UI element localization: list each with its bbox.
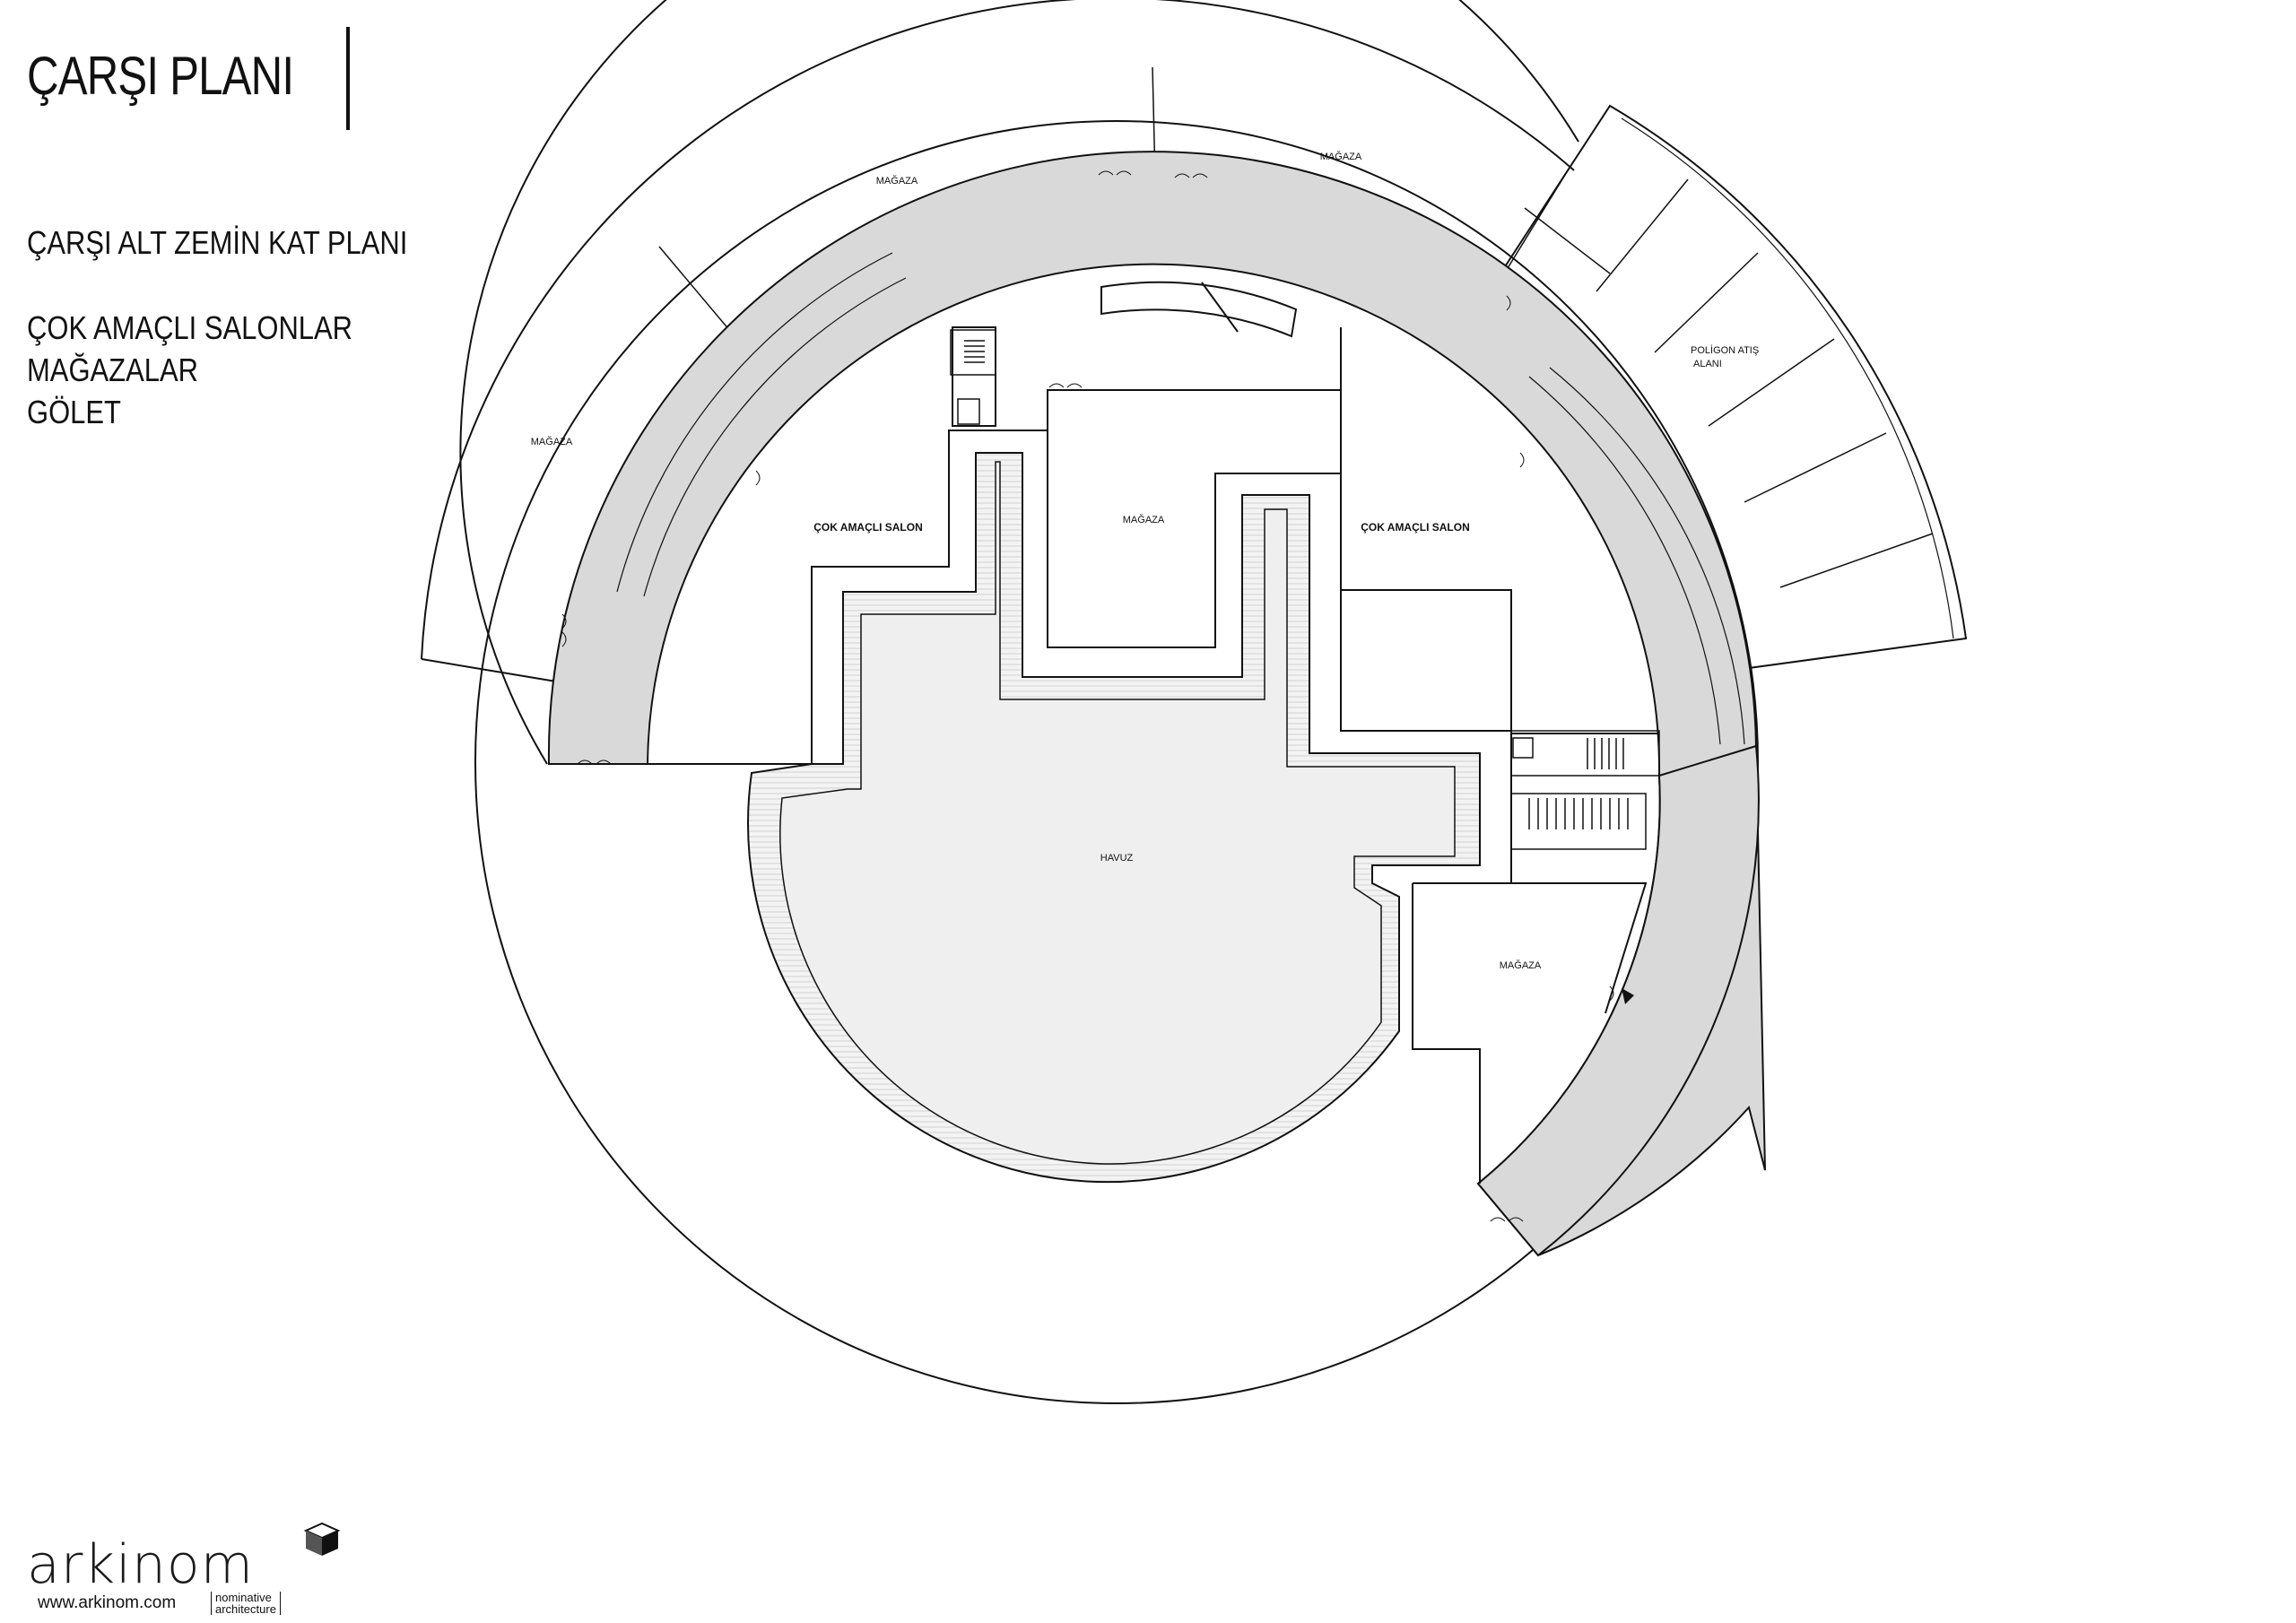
legend-line-stores: MAĞAZALAR	[27, 352, 198, 388]
floor-plan-subtitle: ÇARŞI ALT ZEMİN KAT PLANI	[27, 224, 408, 261]
shooting-range-block	[1488, 104, 1968, 669]
logo-url[interactable]: www.arkinom.com	[38, 1593, 177, 1612]
label-store-nw: MAĞAZA	[876, 175, 918, 187]
label-store-se: MAĞAZA	[1500, 959, 1542, 971]
stair-core-east	[1510, 730, 1660, 850]
pool-water	[779, 461, 1456, 1165]
logo-tagline: nominative architecture	[211, 1592, 281, 1615]
store-ring-outer-arc	[459, 0, 1579, 765]
label-store-ne: MAĞAZA	[531, 436, 573, 447]
store-ring-outermost-arc	[421, 0, 1575, 660]
logo-tagline-2: architecture	[215, 1602, 276, 1616]
legend-line-pond: GÖLET	[27, 394, 121, 430]
company-logo[interactable]: arkinom www.arkinom.com nominative archi…	[27, 1522, 341, 1615]
label-salon-right: ÇOK AMAÇLI SALON	[1361, 521, 1470, 534]
logo-wordmark: arkinom	[27, 1533, 255, 1596]
label-shooting-range-2: ALANI	[1693, 359, 1722, 369]
label-shooting-range-1: POLİGON ATIŞ	[1691, 344, 1759, 356]
label-salon-left: ÇOK AMAÇLI SALON	[813, 521, 923, 534]
interior-walls	[648, 281, 1659, 1184]
label-pool: HAVUZ	[1100, 853, 1134, 864]
drawing-title: ÇARŞI PLANI	[27, 46, 294, 106]
logo-tagline-1: nominative	[215, 1591, 272, 1604]
title-divider	[346, 27, 350, 130]
label-store-center: MAĞAZA	[1123, 514, 1165, 525]
door-symbols	[561, 170, 1614, 1222]
entry-arrow-icon	[1622, 988, 1634, 1004]
legend-line-salons: ÇOK AMAÇLI SALONLAR	[27, 309, 353, 346]
stair-core-north	[950, 329, 996, 425]
label-store-n: MAĞAZA	[1320, 151, 1362, 162]
cube-icon	[303, 1522, 341, 1556]
